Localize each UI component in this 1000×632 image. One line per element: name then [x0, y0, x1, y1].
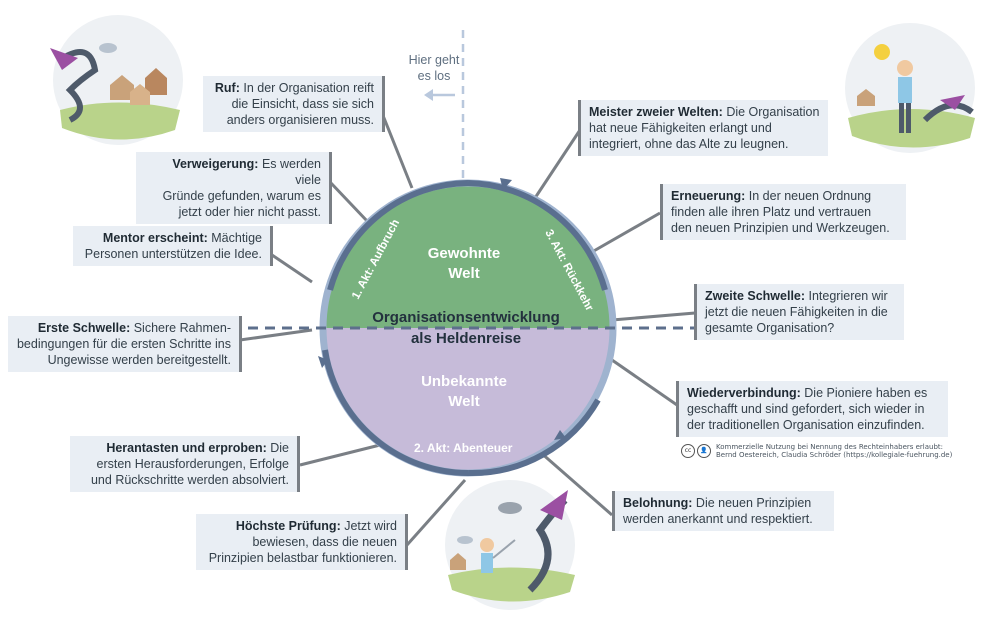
stage-title: Belohnung: — [623, 496, 693, 510]
start-arrow — [424, 89, 455, 101]
stage-text: Die neuen Prinzipien — [692, 496, 812, 510]
act2-label: 2. Akt: Abenteuer — [414, 441, 513, 455]
stage-text: ersten Herausforderungen, Erfolge — [96, 457, 289, 471]
stage-text: den neuen Prinzipien und Werkzeugen. — [671, 221, 890, 235]
arrow-marker — [554, 430, 566, 440]
credit-line2: Bernd Oestereich, Claudia Schröder (http… — [716, 451, 953, 459]
by-license-icon: 👤 — [697, 444, 711, 458]
stage-text: Die Organisation — [722, 105, 820, 119]
known-world-label-2: Welt — [448, 265, 479, 282]
arrow-marker — [318, 356, 328, 368]
stage-text: Gründe gefunden, warum es — [162, 189, 321, 203]
stage-text: hat neue Fähigkeiten erlangt und — [589, 121, 772, 135]
stage-text: gesamte Organisation? — [705, 321, 835, 335]
stage-text: Prinzipien belastbar funktionieren. — [208, 551, 397, 565]
stage-text: Es werden viele — [258, 157, 321, 187]
stage-title: Erneuerung: — [671, 189, 746, 203]
stage-erneuerung: Erneuerung: In der neuen Ordnung finden … — [660, 184, 906, 240]
stage-title: Höchste Prüfung: — [235, 519, 341, 533]
stage-title: Zweite Schwelle: — [705, 289, 806, 303]
arrow-marker — [500, 178, 512, 190]
stage-text: jetzt oder hier nicht passt. — [178, 205, 321, 219]
stage-text: anders organisieren muss. — [226, 113, 374, 127]
start-label-line1: Hier geht — [408, 53, 460, 67]
stage-text: die Einsicht, dass sie sich — [231, 97, 374, 111]
illustration-hero-fight — [445, 480, 575, 610]
stage-text: der traditionellen Organisation einzufin… — [687, 418, 925, 432]
credit-text: Kommerzielle Nutzung bei Nennung des Rec… — [716, 443, 956, 459]
stage-zweite-schwelle: Zweite Schwelle: Integrieren wir jetzt d… — [694, 284, 904, 340]
stage-title: Wiederverbindung: — [687, 386, 801, 400]
stage-title: Mentor erscheint: — [102, 231, 208, 245]
cc-license-icon: cc — [681, 444, 695, 458]
unknown-world-area — [323, 328, 613, 473]
stage-text: In der neuen Ordnung — [745, 189, 872, 203]
stage-wiederverbindung: Wiederverbindung: Die Pioniere haben es … — [676, 381, 948, 437]
stage-text: Integrieren wir — [805, 289, 888, 303]
stage-text: Jetzt wird — [340, 519, 397, 533]
unknown-world-label-2: Welt — [448, 393, 479, 410]
stage-text: bewiesen, dass die neuen — [252, 535, 397, 549]
stage-title: Meister zweier Welten: — [589, 105, 723, 119]
stage-text: In der Organisation reift — [239, 81, 374, 95]
illustration-hero-sun — [845, 23, 975, 153]
stage-belohnung: Belohnung: Die neuen Prinzipien werden a… — [612, 491, 834, 531]
stage-meister: Meister zweier Welten: Die Organisation … — [578, 100, 828, 156]
stage-text: jetzt die neuen Fähigkeiten in die — [705, 305, 888, 319]
stage-title: Verweigerung: — [172, 157, 259, 171]
stage-herantasten: Herantasten und erproben: Die ersten Her… — [70, 436, 300, 492]
stage-erste-schwelle: Erste Schwelle: Sichere Rahmen- bedingun… — [8, 316, 242, 372]
stage-text: Ungewisse werden bereitgestellt. — [47, 353, 231, 367]
unknown-world-label-1: Unbekannte — [421, 373, 507, 390]
stage-hoechste-pruefung: Höchste Prüfung: Jetzt wird bewiesen, da… — [196, 514, 408, 570]
stage-text: finden alle ihren Platz und vertrauen — [671, 205, 872, 219]
known-world-label-1: Gewohnte — [428, 245, 501, 262]
stage-title: Erste Schwelle: — [37, 321, 131, 335]
illustration-village-dragon — [50, 15, 183, 145]
stage-text: bedingungen für die ersten Schritte ins — [16, 337, 231, 351]
stage-text: geschafft und sind gefordert, sich wiede… — [687, 402, 925, 416]
stage-text: und Rückschritte werden absolviert. — [90, 473, 289, 487]
connector-lines — [239, 107, 696, 546]
stage-text: Die Pioniere haben es — [800, 386, 928, 400]
stage-text: integriert, ohne das Alte zu leugnen. — [589, 137, 789, 151]
stage-text: Mächtige — [207, 231, 262, 245]
stage-text: Die — [266, 441, 289, 455]
stage-mentor: Mentor erscheint: Mächtige Personen unte… — [73, 226, 273, 266]
credit-line1: Kommerzielle Nutzung bei Nennung des Rec… — [716, 443, 944, 451]
stage-text: Personen unterstützen die Idee. — [84, 247, 262, 261]
known-world-area — [323, 183, 613, 328]
start-label: Hier geht es los — [400, 52, 468, 84]
stage-ruf: Ruf: In der Organisation reift die Einsi… — [203, 76, 385, 132]
start-label-line2: es los — [417, 69, 451, 83]
diagram-title-2: als Heldenreise — [411, 330, 521, 347]
stage-title: Ruf: — [214, 81, 240, 95]
diagram-title-1: Organisationsentwicklung — [372, 309, 560, 326]
stage-verweigerung: Verweigerung: Es werden viele Gründe gef… — [136, 152, 332, 224]
stage-text: werden anerkannt und respektiert. — [623, 512, 813, 526]
stage-title: Herantasten und erproben: — [106, 441, 267, 455]
stage-text: Sichere Rahmen- — [130, 321, 231, 335]
